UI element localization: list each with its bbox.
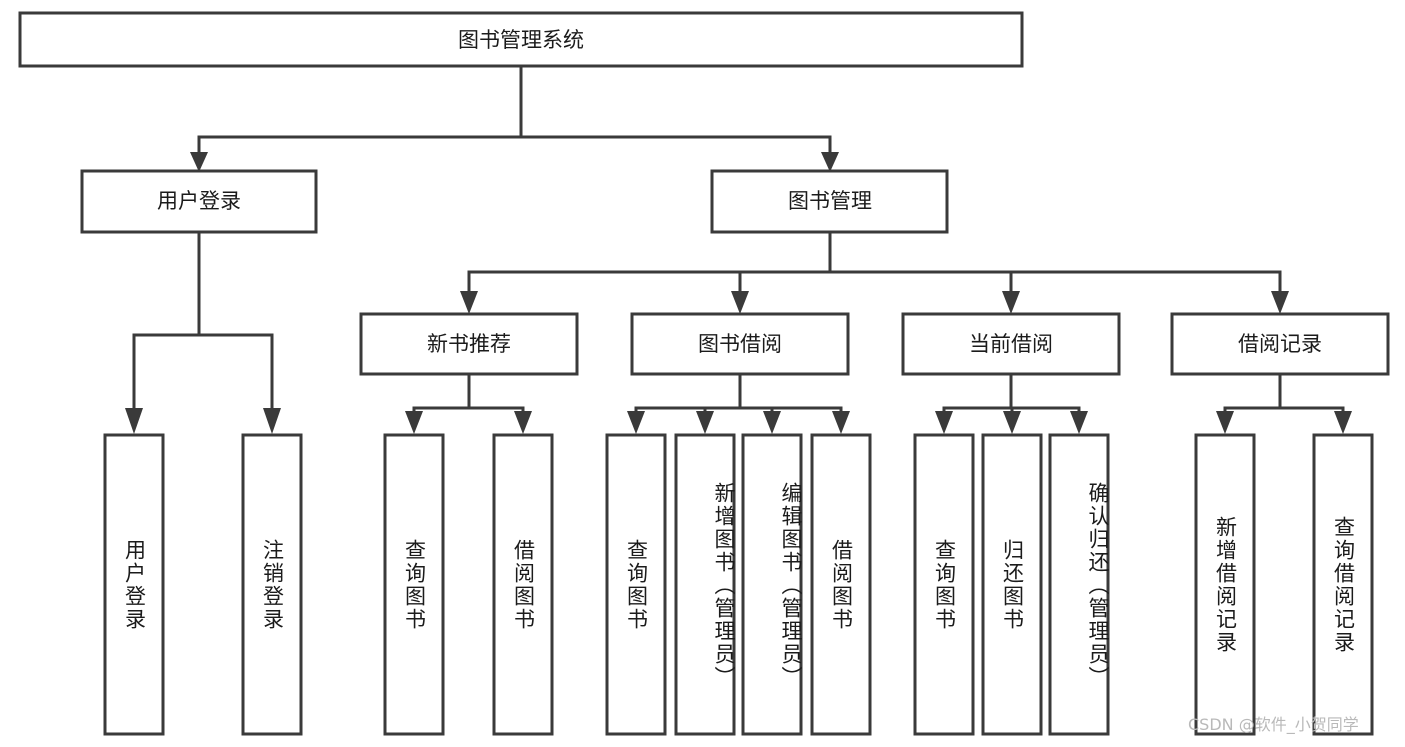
leaf-box-user-login-2[interactable] — [241, 433, 303, 736]
connector-group-current-borrow — [935, 372, 1088, 434]
leaf-box-current-borrow-2[interactable] — [981, 433, 1043, 736]
node-root-box[interactable] — [18, 11, 1024, 68]
arrowhead-leaf-new-book-1 — [405, 411, 423, 434]
leaf-box-book-borrow-4[interactable] — [810, 433, 872, 736]
connector-group-user-login — [125, 230, 281, 434]
watermark-label: CSDN @软件_小贺同学 — [1188, 715, 1359, 734]
leaf-box-book-borrow-3[interactable] — [741, 433, 803, 736]
node-root-label: 图书管理系统 — [458, 28, 584, 52]
leaf-box-user-login-1[interactable] — [103, 433, 165, 736]
node-new-book-label: 新书推荐 — [427, 332, 511, 356]
arrowhead-new-book — [460, 291, 478, 314]
node-new-book-box[interactable] — [359, 312, 579, 376]
connector-group-borrow-record — [1216, 372, 1352, 434]
arrowhead-leaf-user-login-1 — [125, 408, 143, 434]
node-current-borrow-label: 当前借阅 — [969, 332, 1053, 356]
node-user-login-label: 用户登录 — [157, 189, 241, 213]
arrowhead-leaf-book-borrow-1 — [627, 411, 645, 434]
node-borrow-record-label: 借阅记录 — [1238, 332, 1322, 356]
node-book-borrow-label: 图书借阅 — [698, 332, 782, 356]
node-borrow-record-box[interactable] — [1170, 312, 1390, 376]
arrowhead-leaf-current-borrow-3 — [1070, 411, 1088, 434]
leaf-box-borrow-record-2[interactable] — [1312, 433, 1374, 736]
arrowhead-leaf-current-borrow-2 — [1003, 411, 1021, 434]
node-book-borrow-box[interactable] — [630, 312, 850, 376]
arrowhead-leaf-book-borrow-2 — [696, 411, 714, 434]
arrowhead-leaf-book-borrow-3 — [763, 411, 781, 434]
arrowhead-leaf-new-book-2 — [514, 411, 532, 434]
arrowhead-book-mgmt — [821, 152, 839, 172]
leaf-box-current-borrow-1[interactable] — [913, 433, 975, 736]
node-current-borrow-box[interactable] — [901, 312, 1121, 376]
arrowhead-leaf-user-login-2 — [263, 408, 281, 434]
leaf-box-borrow-record-1[interactable] — [1194, 433, 1256, 736]
leaf-box-new-book-2[interactable] — [492, 433, 554, 736]
arrowhead-leaf-borrow-record-1 — [1216, 411, 1234, 434]
connector-group-new-book — [405, 372, 532, 434]
connector-group-root — [190, 64, 839, 172]
arrowhead-user-login — [190, 152, 208, 172]
leaf-box-current-borrow-3[interactable] — [1048, 433, 1110, 736]
arrowhead-book-borrow — [731, 291, 749, 314]
arrowhead-leaf-borrow-record-2 — [1334, 411, 1352, 434]
leaf-box-book-borrow-2[interactable] — [674, 433, 736, 736]
arrowhead-leaf-book-borrow-4 — [832, 411, 850, 434]
leaf-box-book-borrow-1[interactable] — [605, 433, 667, 736]
node-book-mgmt-label: 图书管理 — [788, 189, 872, 213]
arrowhead-leaf-current-borrow-1 — [935, 411, 953, 434]
arrowhead-borrow-record — [1271, 291, 1289, 314]
connector-group-book-mgmt — [460, 230, 1289, 314]
node-book-mgmt-box[interactable] — [710, 169, 949, 234]
leaf-box-new-book-1[interactable] — [383, 433, 445, 736]
connector-group-book-borrow — [627, 372, 850, 434]
arrowhead-current-borrow — [1002, 291, 1020, 314]
node-user-login-box[interactable] — [80, 169, 318, 234]
